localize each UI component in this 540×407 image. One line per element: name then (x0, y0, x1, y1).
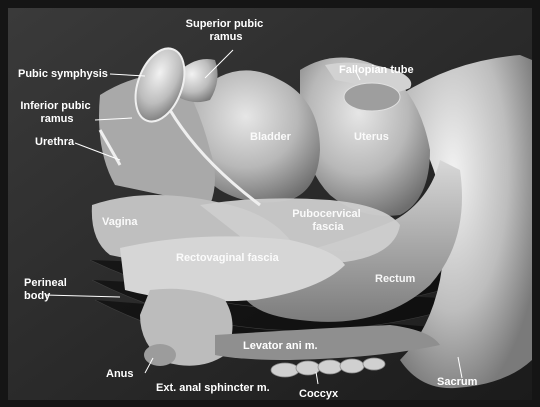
label-anus: Anus (106, 368, 134, 380)
ovary (344, 83, 400, 111)
label-rectum: Rectum (375, 273, 416, 285)
label-urethra: Urethra (35, 136, 75, 148)
label-sacrum: Sacrum (437, 376, 478, 388)
anus-opening (144, 344, 176, 366)
label-levator-ani: Levator ani m. (243, 340, 318, 352)
label-coccyx: Coccyx (299, 388, 339, 400)
label-ext-anal-sphincter: Ext. anal sphincter m. (156, 382, 270, 394)
label-rectovaginal-fascia: Rectovaginal fascia (176, 252, 280, 264)
label-vagina: Vagina (102, 216, 138, 228)
label-fallopian-tube: Fallopian tube (339, 64, 414, 76)
label-bladder: Bladder (250, 131, 292, 143)
label-uterus: Uterus (354, 131, 389, 143)
label-pubic-symphysis: Pubic symphysis (18, 68, 108, 80)
